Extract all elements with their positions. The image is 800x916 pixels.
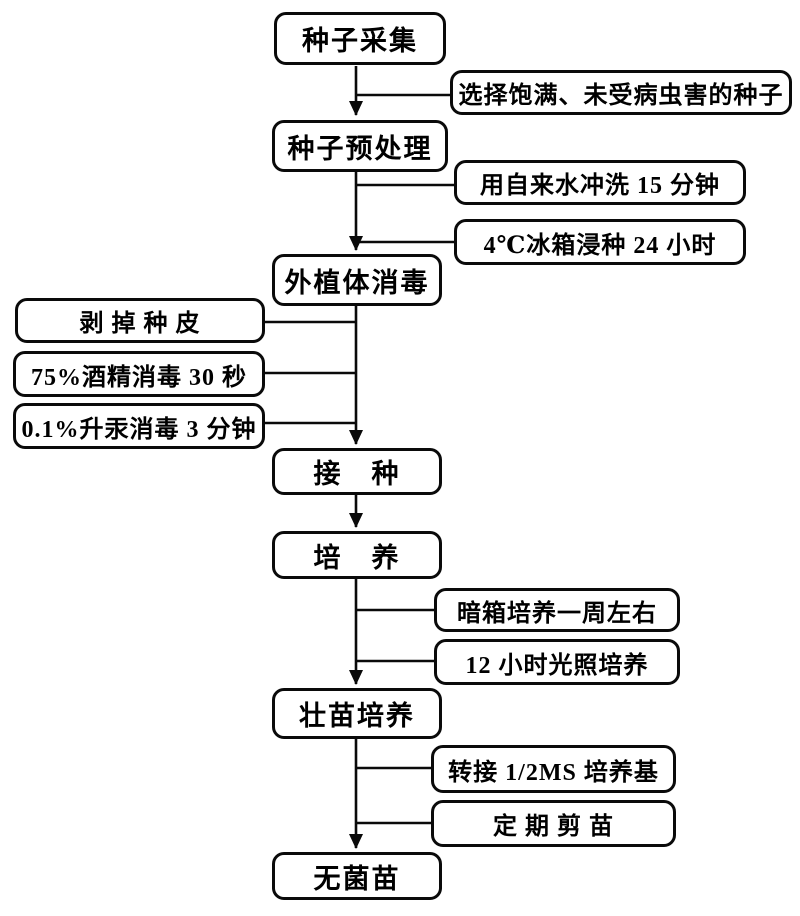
note-tap-water-rinse: 用自来水冲洗 15 分钟 xyxy=(454,160,746,205)
note-75-alcohol-30s: 75%酒精消毒 30 秒 xyxy=(13,351,265,397)
node-seed-pretreatment: 种子预处理 xyxy=(272,120,448,172)
node-explant-disinfection: 外植体消毒 xyxy=(272,254,442,306)
note-peel-seed-coat: 剥 掉 种 皮 xyxy=(15,298,265,343)
note-select-plump-seeds: 选择饱满、未受病虫害的种子 xyxy=(450,70,792,115)
note-dark-box-culture: 暗箱培养一周左右 xyxy=(434,588,680,632)
node-inoculation: 接 种 xyxy=(272,448,442,495)
node-strong-seedling-culture: 壮苗培养 xyxy=(272,688,442,739)
node-seed-collection: 种子采集 xyxy=(274,12,446,65)
node-sterile-seedling: 无菌苗 xyxy=(272,852,442,900)
note-periodic-seedling-trim: 定 期 剪 苗 xyxy=(431,800,676,847)
note-fridge-soak: 4℃冰箱浸种 24 小时 xyxy=(454,219,746,265)
note-12h-light-culture: 12 小时光照培养 xyxy=(434,639,680,685)
node-culture: 培 养 xyxy=(272,531,442,579)
note-transfer-half-ms-medium: 转接 1/2MS 培养基 xyxy=(431,745,676,793)
note-mercuric-chloride-3min: 0.1%升汞消毒 3 分钟 xyxy=(13,403,265,449)
